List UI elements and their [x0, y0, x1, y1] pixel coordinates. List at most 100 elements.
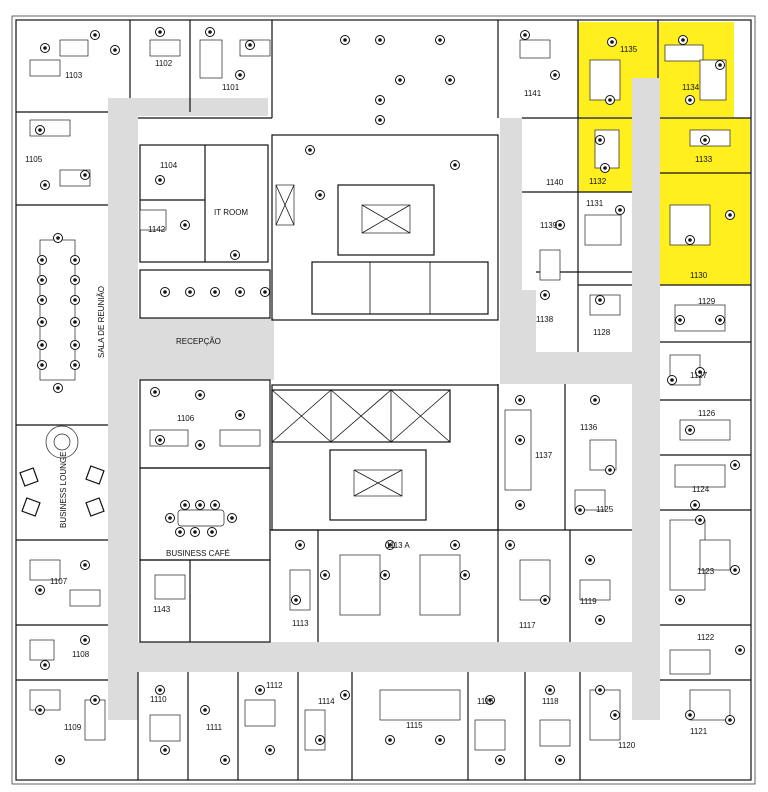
room-label-1113[interactable]: 1113: [292, 619, 309, 628]
room-labels: 1103 1102 1101 1141 1135 1134 1105 1104 …: [25, 45, 716, 750]
chair-seat: [73, 258, 77, 262]
room-label-1116[interactable]: 1116: [477, 697, 494, 706]
chair-seat: [453, 163, 457, 167]
room-label-1125[interactable]: 1125: [596, 505, 614, 514]
chair-seat: [518, 398, 522, 402]
desk: [589, 439, 617, 471]
desk: [689, 689, 731, 721]
room-label-1117[interactable]: 1117: [519, 621, 536, 630]
room-label-1135[interactable]: 1135: [620, 45, 638, 54]
chair-seat: [378, 38, 382, 42]
room-label-1136[interactable]: 1136: [580, 423, 598, 432]
room-label-1107[interactable]: 1107: [50, 577, 68, 586]
chair-seat: [318, 738, 322, 742]
chair-seat: [718, 318, 722, 322]
chair-seat: [163, 748, 167, 752]
room-label-1142[interactable]: 1142: [148, 225, 166, 234]
chair-seat: [38, 128, 42, 132]
chair-seat: [678, 318, 682, 322]
room-label-1115[interactable]: 1115: [406, 721, 423, 730]
chair-seat: [308, 148, 312, 152]
room-label-1112[interactable]: 1112: [266, 681, 283, 690]
chair-seat: [83, 173, 87, 177]
room-label-1103[interactable]: 1103: [65, 71, 83, 80]
chair-seat: [343, 38, 347, 42]
room-label-1114[interactable]: 1114: [318, 697, 335, 706]
room-label-sala-reuniao[interactable]: SALA DE REUNIÃO: [97, 286, 106, 358]
room-label-1127[interactable]: 1127: [690, 371, 708, 380]
room-label-1131[interactable]: 1131: [586, 199, 604, 208]
room-label-1108[interactable]: 1108: [72, 650, 90, 659]
chair-seat: [518, 503, 522, 507]
chair-seat: [508, 543, 512, 547]
room-label-1129[interactable]: 1129: [698, 297, 716, 306]
room-label-1140[interactable]: 1140: [546, 178, 564, 187]
room-label-1139[interactable]: 1139: [540, 221, 558, 230]
chair-seat: [213, 290, 217, 294]
room-label-it-room[interactable]: IT ROOM: [214, 208, 248, 217]
chair-seat: [40, 258, 44, 262]
chair-seat: [158, 178, 162, 182]
room-label-1109[interactable]: 1109: [64, 723, 82, 732]
chair-seat: [198, 443, 202, 447]
desk: [149, 714, 181, 742]
chair-seat: [183, 503, 187, 507]
room-label-1132[interactable]: 1132: [589, 177, 607, 186]
chair-seat: [618, 208, 622, 212]
room-label-1137[interactable]: 1137: [535, 451, 553, 460]
chair-seat: [688, 713, 692, 717]
chair-seat: [163, 290, 167, 294]
room-label-1120[interactable]: 1120: [618, 741, 636, 750]
desk: [379, 689, 461, 721]
desk: [589, 59, 621, 101]
chair-seat: [83, 638, 87, 642]
room-label-1111[interactable]: 1111: [206, 723, 223, 732]
chair-seat: [678, 598, 682, 602]
chair-seat: [598, 298, 602, 302]
room-label-1126[interactable]: 1126: [698, 409, 716, 418]
desk: [669, 649, 711, 675]
chair-seat: [383, 573, 387, 577]
room-label-1104[interactable]: 1104: [160, 161, 178, 170]
room-label-1106[interactable]: 1106: [177, 414, 195, 423]
room-label-1134[interactable]: 1134: [682, 83, 700, 92]
chair-seat: [40, 363, 44, 367]
chair-seat: [548, 688, 552, 692]
chair-seat: [733, 568, 737, 572]
desk: [219, 429, 261, 447]
corridors: [108, 78, 660, 720]
room-label-1119[interactable]: 1119: [580, 597, 597, 606]
chair-seat: [438, 738, 442, 742]
desk: [519, 39, 551, 59]
room-label-1118[interactable]: 1118: [542, 697, 559, 706]
room-label-1113a[interactable]: 1113 A: [386, 541, 410, 550]
room-label-1138[interactable]: 1138: [536, 315, 554, 324]
room-label-business-cafe[interactable]: BUSINESS CAFÉ: [166, 549, 230, 558]
chair-seat: [688, 238, 692, 242]
desk: [29, 559, 61, 581]
chair-seat: [388, 543, 392, 547]
room-label-1124[interactable]: 1124: [692, 485, 710, 494]
room-label-1102[interactable]: 1102: [155, 59, 173, 68]
chair-seat: [208, 30, 212, 34]
chair-seat: [588, 558, 592, 562]
room-label-1121[interactable]: 1121: [690, 727, 708, 736]
room-label-business-lounge[interactable]: BUSINESS LOUNGE: [59, 452, 68, 528]
chair-seat: [488, 698, 492, 702]
chair-seat: [40, 298, 44, 302]
room-label-1122[interactable]: 1122: [697, 633, 715, 642]
chair-seat: [223, 758, 227, 762]
room-label-1110[interactable]: 1110: [150, 695, 167, 704]
room-label-1105[interactable]: 1105: [25, 155, 43, 164]
chair-seat: [578, 508, 582, 512]
room-label-recepcao[interactable]: RECEPÇÃO: [176, 337, 221, 346]
room-label-1143[interactable]: 1143: [153, 605, 171, 614]
room-label-1128[interactable]: 1128: [593, 328, 611, 337]
room-label-1141[interactable]: 1141: [524, 89, 542, 98]
desk: [539, 249, 561, 281]
room-label-1130[interactable]: 1130: [690, 271, 708, 280]
desk: [244, 699, 276, 727]
room-label-1123[interactable]: 1123: [697, 567, 715, 576]
room-label-1133[interactable]: 1133: [695, 155, 713, 164]
room-label-1101[interactable]: 1101: [222, 83, 240, 92]
